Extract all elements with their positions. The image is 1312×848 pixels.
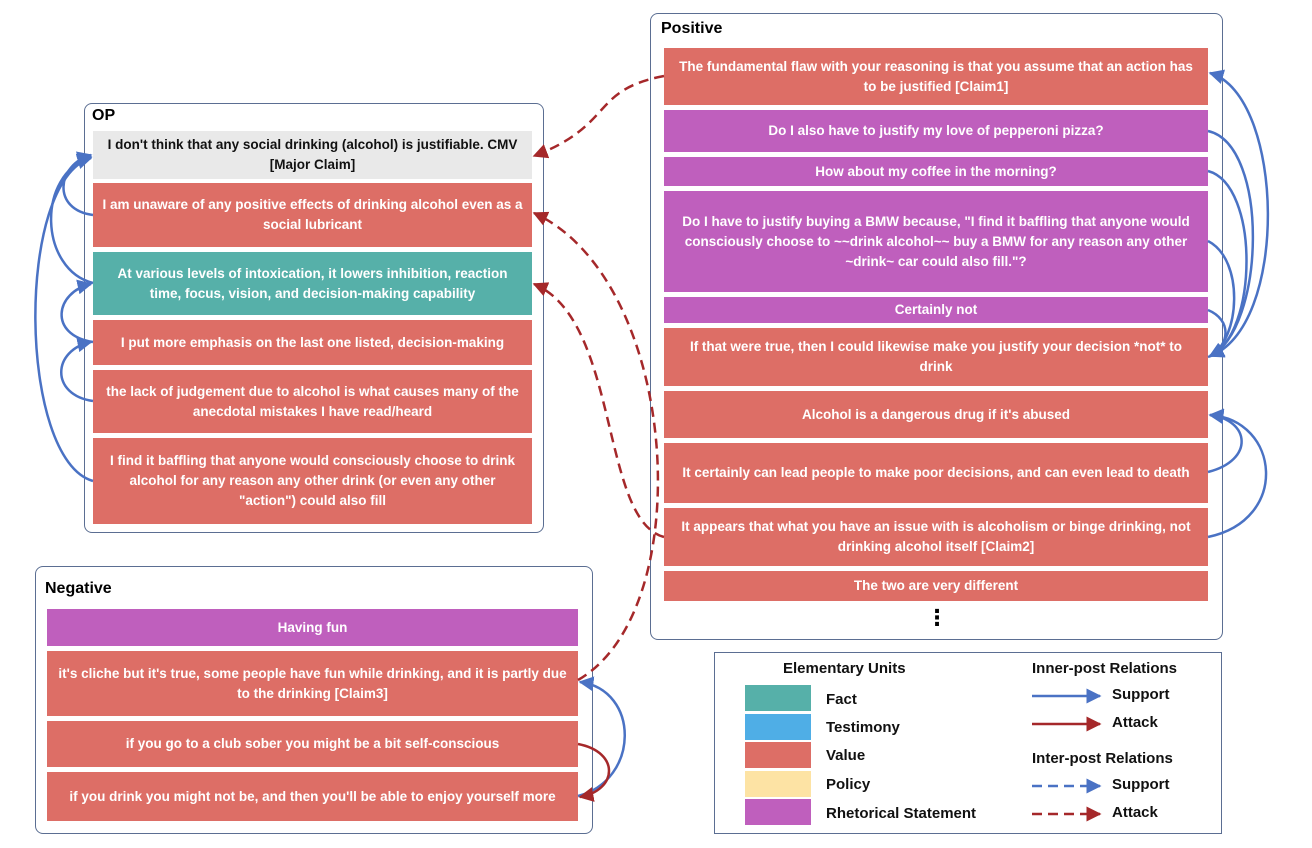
legend-label-testimony: Testimony	[826, 719, 900, 736]
positive-unit-6: Alcohol is a dangerous drug if it's abus…	[664, 391, 1208, 438]
negative-unit-3: if you drink you might not be, and then …	[47, 772, 578, 821]
legend-label-fact: Fact	[826, 691, 857, 708]
legend-inter-support-label: Support	[1112, 776, 1170, 793]
positive-unit-5: If that were true, then I could likewise…	[664, 328, 1208, 386]
positive-unit-2: How about my coffee in the morning?	[664, 157, 1208, 186]
op-unit-1: I am unaware of any positive effects of …	[93, 183, 532, 247]
legend-swatch-rhetorical	[745, 799, 811, 825]
inter-attack-claim2-to-fact	[532, 282, 665, 539]
positive-unit-1: Do I also have to justify my love of pep…	[664, 110, 1208, 152]
negative-unit-1: it's cliche but it's true, some people h…	[47, 651, 578, 716]
op-unit-major-claim: I don't think that any social drinking (…	[93, 131, 532, 179]
legend-inner-support-label: Support	[1112, 686, 1170, 703]
positive-unit-3: Do I have to justify buying a BMW becaus…	[664, 191, 1208, 292]
legend-label-policy: Policy	[826, 776, 871, 793]
legend-units-title: Elementary Units	[783, 660, 906, 677]
legend-swatch-value	[745, 742, 811, 768]
op-unit-4: the lack of judgement due to alcohol is …	[93, 370, 532, 433]
legend-swatch-policy	[745, 771, 811, 797]
legend-label-value: Value	[826, 747, 866, 764]
negative-unit-2: if you go to a club sober you might be a…	[47, 721, 578, 767]
positive-unit-0: The fundamental flaw with your reasoning…	[664, 48, 1208, 105]
negative-panel-title: Negative	[45, 580, 112, 597]
op-unit-5: I find it baffling that anyone would con…	[93, 438, 532, 524]
positive-more-ellipsis: ⋮	[926, 605, 948, 630]
legend-inner-attack-label: Attack	[1112, 714, 1158, 731]
op-unit-2: At various levels of intoxication, it lo…	[93, 252, 532, 315]
positive-unit-8: It appears that what you have an issue w…	[664, 508, 1208, 566]
op-panel-title: OP	[92, 107, 116, 124]
positive-unit-7: It certainly can lead people to make poo…	[664, 443, 1208, 503]
positive-panel-title: Positive	[661, 20, 723, 37]
legend-label-rhetorical: Rhetorical Statement	[826, 805, 977, 822]
legend-inter-title: Inter-post Relations	[1032, 750, 1173, 767]
inter-attack-claim1-to-major	[532, 74, 665, 159]
legend-inter-attack-label: Attack	[1112, 804, 1158, 821]
negative-unit-0: Having fun	[47, 609, 578, 646]
legend-swatch-fact	[745, 685, 811, 711]
legend-swatch-testimony	[745, 714, 811, 740]
op-unit-3: I put more emphasis on the last one list…	[93, 320, 532, 365]
positive-unit-9: The two are very different	[664, 571, 1208, 601]
legend-inner-title: Inner-post Relations	[1032, 660, 1178, 677]
positive-unit-4: Certainly not	[664, 297, 1208, 323]
